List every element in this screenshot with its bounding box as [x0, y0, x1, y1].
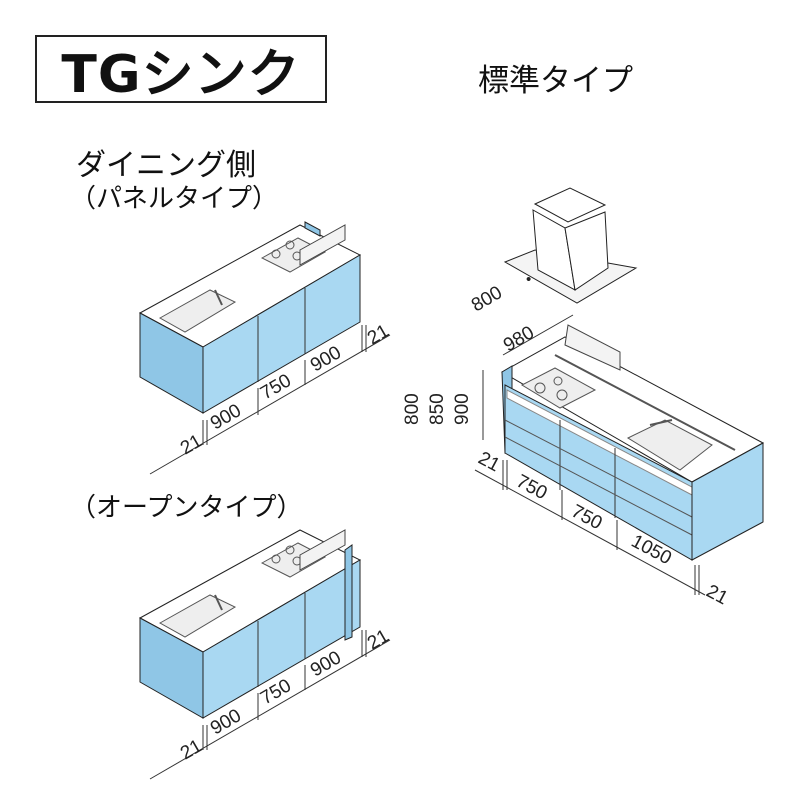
- dim-label: 21: [364, 321, 393, 350]
- depth-dim-800: 800: [468, 282, 506, 316]
- dim-label: 21: [703, 581, 732, 609]
- dining-panel-cabinet: 21 900 750 900 21: [139, 221, 393, 475]
- height-dim: 800: [402, 393, 423, 425]
- height-dim: 900: [452, 393, 473, 425]
- height-dim: 850: [427, 393, 448, 425]
- title-box: TGシンク: [35, 35, 327, 105]
- dim-label: 21: [177, 736, 206, 765]
- open-type-label: （オープンタイプ）: [70, 493, 303, 523]
- panel-type-label: （パネルタイプ）: [70, 184, 279, 214]
- standard-type-label: 標準タイプ: [478, 63, 633, 99]
- dim-label: 21: [364, 626, 393, 655]
- dim-label: 21: [177, 431, 206, 460]
- standard-cabinet: 800 ・ 980 800 850 900 21 750 750 1050 21: [402, 187, 765, 609]
- depth-dim-980: 980: [500, 322, 538, 356]
- page-title: TGシンク: [61, 44, 301, 105]
- dining-side-label: ダイニング側: [76, 148, 256, 183]
- range-hood: [503, 187, 638, 304]
- dining-open-cabinet: 21 900 750 900 21: [139, 529, 393, 780]
